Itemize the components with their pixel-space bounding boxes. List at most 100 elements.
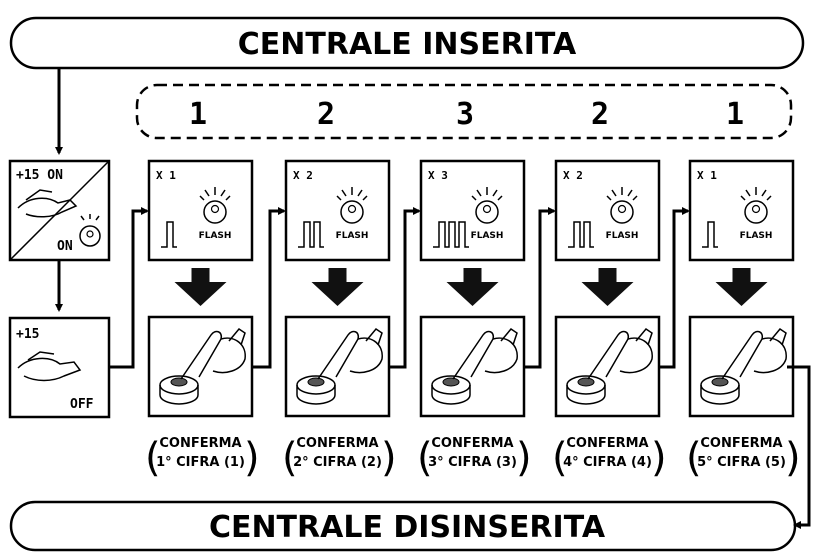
confirm-caption: ()CONFERMA 5° CIFRA (5) bbox=[686, 435, 801, 481]
down-arrow-icon bbox=[446, 268, 499, 306]
step-column: X 3 FLASH ()CONFERMA 3° CIFRA (3) bbox=[389, 159, 532, 481]
pulse-count-label: X 1 bbox=[156, 169, 176, 182]
ignition-off-box: +15 OFF bbox=[8, 316, 111, 419]
confirm-line-1: CONFERMA bbox=[700, 436, 782, 451]
sequence-digit: 2 bbox=[591, 97, 609, 132]
sequence-digit: 2 bbox=[317, 97, 335, 132]
confirm-line-1: CONFERMA bbox=[296, 436, 378, 451]
push-button-icon bbox=[431, 375, 471, 405]
flow-arrow bbox=[524, 207, 556, 369]
confirm-caption: ()CONFERMA 3° CIFRA (3) bbox=[417, 435, 532, 481]
ignition-on-box: +15 ON ON bbox=[8, 159, 111, 262]
sequence-digit: 1 bbox=[189, 97, 207, 132]
pulse-count-label: X 2 bbox=[293, 169, 313, 182]
left-paren: ( bbox=[686, 435, 702, 481]
flash-lamp-icon bbox=[471, 187, 503, 224]
off-label: OFF bbox=[70, 397, 94, 412]
sequence-digit: 1 bbox=[726, 97, 744, 132]
confirm-caption: ()CONFERMA 4° CIFRA (4) bbox=[552, 435, 667, 481]
confirm-line-2: 1° CIFRA (1) bbox=[156, 455, 245, 470]
flash-lamp-icon bbox=[336, 187, 368, 224]
pulse-count-label: X 1 bbox=[697, 169, 717, 182]
step-column: X 2 FLASH ()CONFERMA 2° CIFRA (2) bbox=[252, 159, 397, 481]
flash-box: X 1 FLASH bbox=[147, 159, 254, 262]
flash-label: FLASH bbox=[740, 231, 773, 241]
finger-icon bbox=[587, 328, 653, 380]
right-paren: ) bbox=[516, 435, 532, 481]
confirm-line-2: 4° CIFRA (4) bbox=[563, 455, 652, 470]
sequence-digit: 3 bbox=[456, 97, 474, 132]
flow-arrow bbox=[252, 207, 286, 369]
push-button-icon bbox=[296, 375, 336, 405]
key-hand-icon bbox=[17, 351, 82, 382]
finger-icon bbox=[180, 328, 246, 380]
flash-label: FLASH bbox=[471, 231, 504, 241]
confirm-line-1: CONFERMA bbox=[566, 436, 648, 451]
left-paren: ( bbox=[282, 435, 298, 481]
push-button-icon bbox=[700, 375, 740, 405]
right-paren: ) bbox=[381, 435, 397, 481]
step-column: X 1 FLASH ()CONFERMA 1° CIFRA (1) bbox=[109, 159, 260, 481]
flash-label: FLASH bbox=[336, 231, 369, 241]
top-banner: CENTRALE INSERITA bbox=[9, 16, 805, 70]
down-arrow-icon bbox=[581, 268, 634, 306]
on-label: ON bbox=[57, 239, 73, 254]
confirm-line-1: CONFERMA bbox=[431, 436, 513, 451]
pulse-waveform bbox=[568, 221, 594, 248]
left-paren: ( bbox=[145, 435, 161, 481]
flash-lamp-icon bbox=[606, 187, 638, 224]
pulse-count-label: X 3 bbox=[428, 169, 448, 182]
ignition-knob-icon bbox=[79, 214, 101, 247]
flash-lamp-icon bbox=[199, 187, 231, 224]
press-button-box bbox=[554, 315, 661, 418]
pulse-waveform bbox=[161, 221, 177, 248]
flash-box: X 3 FLASH bbox=[419, 159, 526, 262]
flow-arrow bbox=[109, 207, 149, 369]
down-arrow-icon bbox=[311, 268, 364, 306]
down-arrow-icon bbox=[715, 268, 768, 306]
right-paren: ) bbox=[785, 435, 801, 481]
right-paren: ) bbox=[244, 435, 260, 481]
pulse-waveform bbox=[433, 221, 469, 248]
finger-icon bbox=[721, 328, 787, 380]
flow-arrow bbox=[787, 365, 811, 529]
confirm-line-2: 5° CIFRA (5) bbox=[697, 455, 786, 470]
press-button-box bbox=[284, 315, 391, 418]
flow-arrow bbox=[659, 207, 690, 369]
flow-arrow bbox=[389, 207, 421, 369]
right-paren: ) bbox=[651, 435, 667, 481]
digit-sequence: 1 2 3 2 1 bbox=[135, 83, 793, 140]
flash-label: FLASH bbox=[606, 231, 639, 241]
ignition-on-label: +15 ON bbox=[16, 168, 63, 183]
press-button-box bbox=[147, 315, 254, 418]
confirm-line-1: CONFERMA bbox=[159, 436, 241, 451]
press-button-box bbox=[419, 315, 526, 418]
flash-lamp-icon bbox=[740, 187, 772, 224]
pulse-waveform bbox=[702, 221, 718, 248]
left-paren: ( bbox=[417, 435, 433, 481]
down-arrow-icon bbox=[174, 268, 227, 306]
push-button-icon bbox=[159, 375, 199, 405]
bottom-banner: CENTRALE DISINSERITA bbox=[9, 500, 797, 552]
confirm-caption: ()CONFERMA 2° CIFRA (2) bbox=[282, 435, 397, 481]
key-hand-icon bbox=[17, 189, 78, 218]
finger-icon bbox=[452, 328, 518, 380]
press-button-box bbox=[688, 315, 795, 418]
top-banner-label: CENTRALE INSERITA bbox=[238, 27, 577, 62]
push-button-icon bbox=[566, 375, 606, 405]
flash-box: X 1 FLASH bbox=[688, 159, 795, 262]
finger-icon bbox=[317, 328, 383, 380]
confirm-caption: ()CONFERMA 1° CIFRA (1) bbox=[145, 435, 260, 481]
confirm-line-2: 3° CIFRA (3) bbox=[428, 455, 517, 470]
flash-label: FLASH bbox=[199, 231, 232, 241]
ignition-off-top-label: +15 bbox=[16, 327, 39, 342]
confirm-line-2: 2° CIFRA (2) bbox=[293, 455, 382, 470]
bottom-banner-label: CENTRALE DISINSERITA bbox=[209, 510, 606, 545]
step-column: X 1 FLASH ()CONFERMA 5° CIFRA (5) bbox=[659, 159, 801, 481]
left-paren: ( bbox=[552, 435, 568, 481]
flash-box: X 2 FLASH bbox=[284, 159, 391, 262]
